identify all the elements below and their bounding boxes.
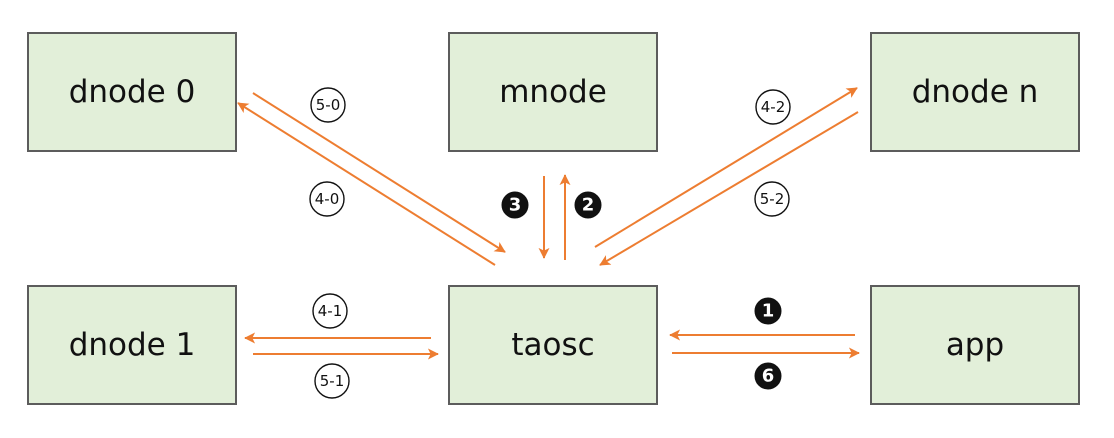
step-label-4-1: 4-1 — [312, 293, 348, 329]
node-dnode-0-label: dnode 0 — [68, 74, 196, 110]
node-app: app — [870, 285, 1080, 405]
step-label-3-text: 3 — [509, 195, 522, 216]
step-label-4-2: 4-2 — [755, 89, 791, 125]
step-label-2-text: 2 — [582, 195, 595, 216]
node-dnode-0: dnode 0 — [27, 32, 237, 152]
arrow-5-2-dnoden-to-taosc — [599, 111, 859, 266]
step-label-5-2: 5-2 — [754, 181, 790, 217]
step-label-4-0: 4-0 — [309, 181, 345, 217]
node-app-label: app — [945, 327, 1005, 363]
node-mnode: mnode — [448, 32, 658, 152]
step-label-6: 6 — [754, 362, 782, 390]
arrow-4-0-taosc-to-dnode0 — [237, 102, 496, 266]
node-mnode-label: mnode — [499, 74, 607, 110]
step-label-5-0-text: 5-0 — [316, 96, 341, 114]
node-dnode-n: dnode n — [870, 32, 1080, 152]
node-dnode-1-label: dnode 1 — [68, 327, 196, 363]
node-taosc: taosc — [448, 285, 658, 405]
step-label-4-0-text: 4-0 — [315, 190, 340, 208]
step-label-3: 3 — [501, 191, 529, 219]
step-label-5-1: 5-1 — [314, 363, 350, 399]
step-label-5-0: 5-0 — [310, 87, 346, 123]
node-taosc-label: taosc — [511, 327, 595, 363]
step-label-1-text: 1 — [762, 301, 775, 322]
step-label-5-1-text: 5-1 — [320, 372, 345, 390]
step-label-5-2-text: 5-2 — [760, 190, 785, 208]
step-label-1: 1 — [754, 297, 782, 325]
step-label-2: 2 — [574, 191, 602, 219]
step-label-4-1-text: 4-1 — [318, 302, 343, 320]
step-label-4-2-text: 4-2 — [761, 98, 786, 116]
node-dnode-n-label: dnode n — [911, 74, 1039, 110]
node-dnode-1: dnode 1 — [27, 285, 237, 405]
arrow-5-0-dnode0-to-taosc — [252, 92, 506, 253]
arrow-4-2-taosc-to-dnoden — [594, 87, 858, 248]
step-label-6-text: 6 — [762, 366, 775, 387]
